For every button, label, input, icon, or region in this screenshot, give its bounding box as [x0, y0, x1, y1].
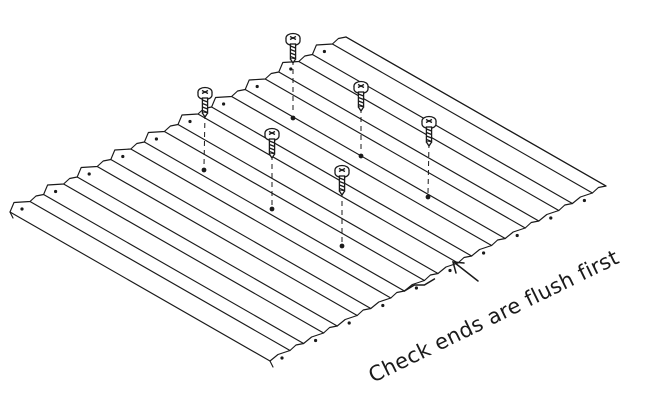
arrow-icon: [451, 261, 479, 282]
screw-holes: [20, 49, 587, 360]
screws: [197, 32, 437, 197]
screw-icon: [264, 127, 280, 160]
slat-edge: [345, 36, 607, 187]
end-dot: [121, 154, 125, 159]
slat-rib: [197, 113, 459, 264]
screw-hole: [339, 243, 345, 249]
screw-icon: [285, 32, 301, 65]
slat-rib: [96, 165, 358, 317]
panel-end-profile-right: [269, 185, 607, 362]
screw-hole: [201, 167, 207, 173]
end-dot: [414, 286, 418, 290]
slat-edge: [143, 141, 405, 292]
slat-edge: [244, 88, 506, 240]
slat-rib: [163, 130, 425, 282]
slat-rib: [231, 95, 493, 247]
end-dot: [314, 338, 318, 343]
end-dot: [381, 303, 385, 308]
slat-edge: [9, 211, 271, 362]
screw-hole: [425, 194, 431, 200]
slat-edge: [311, 53, 573, 205]
end-dot: [549, 216, 553, 220]
screw-hole: [269, 206, 275, 212]
end-dot: [20, 207, 24, 211]
slat-edge: [110, 158, 372, 310]
end-dot: [222, 102, 226, 106]
end-dot: [255, 84, 259, 89]
end-dot: [482, 251, 486, 255]
slat-edge: [43, 193, 305, 345]
screw-icon: [334, 164, 350, 197]
end-dot: [448, 268, 452, 273]
end-dot: [87, 172, 91, 176]
panel-end-profile-left: [9, 36, 347, 213]
slat-rib: [331, 43, 593, 194]
end-dot: [188, 119, 192, 124]
slat-rib: [63, 183, 325, 334]
slat-rib: [29, 200, 291, 352]
slat-rib: [264, 78, 526, 229]
end-dot: [280, 356, 284, 360]
slat-edge: [278, 71, 540, 222]
end-dot: [322, 49, 326, 54]
end-dot: [54, 189, 58, 194]
edge-thickness: [269, 360, 274, 368]
slat-edge: [76, 176, 338, 327]
slat-edge: [177, 123, 439, 275]
edge-thickness: [9, 211, 14, 219]
end-dot: [347, 321, 351, 325]
screw-hole: [358, 153, 364, 159]
screw-icon: [353, 80, 369, 113]
screw-icon: [421, 115, 437, 148]
slat-rib: [130, 148, 392, 299]
screw-hole: [290, 115, 296, 121]
screw-guide-lines: [203, 60, 430, 242]
end-dot: [289, 67, 293, 71]
flush-seam: [403, 278, 436, 292]
screw-icon: [197, 86, 213, 119]
end-dot: [582, 198, 587, 203]
end-dot: [515, 233, 519, 238]
end-dot: [154, 137, 158, 141]
